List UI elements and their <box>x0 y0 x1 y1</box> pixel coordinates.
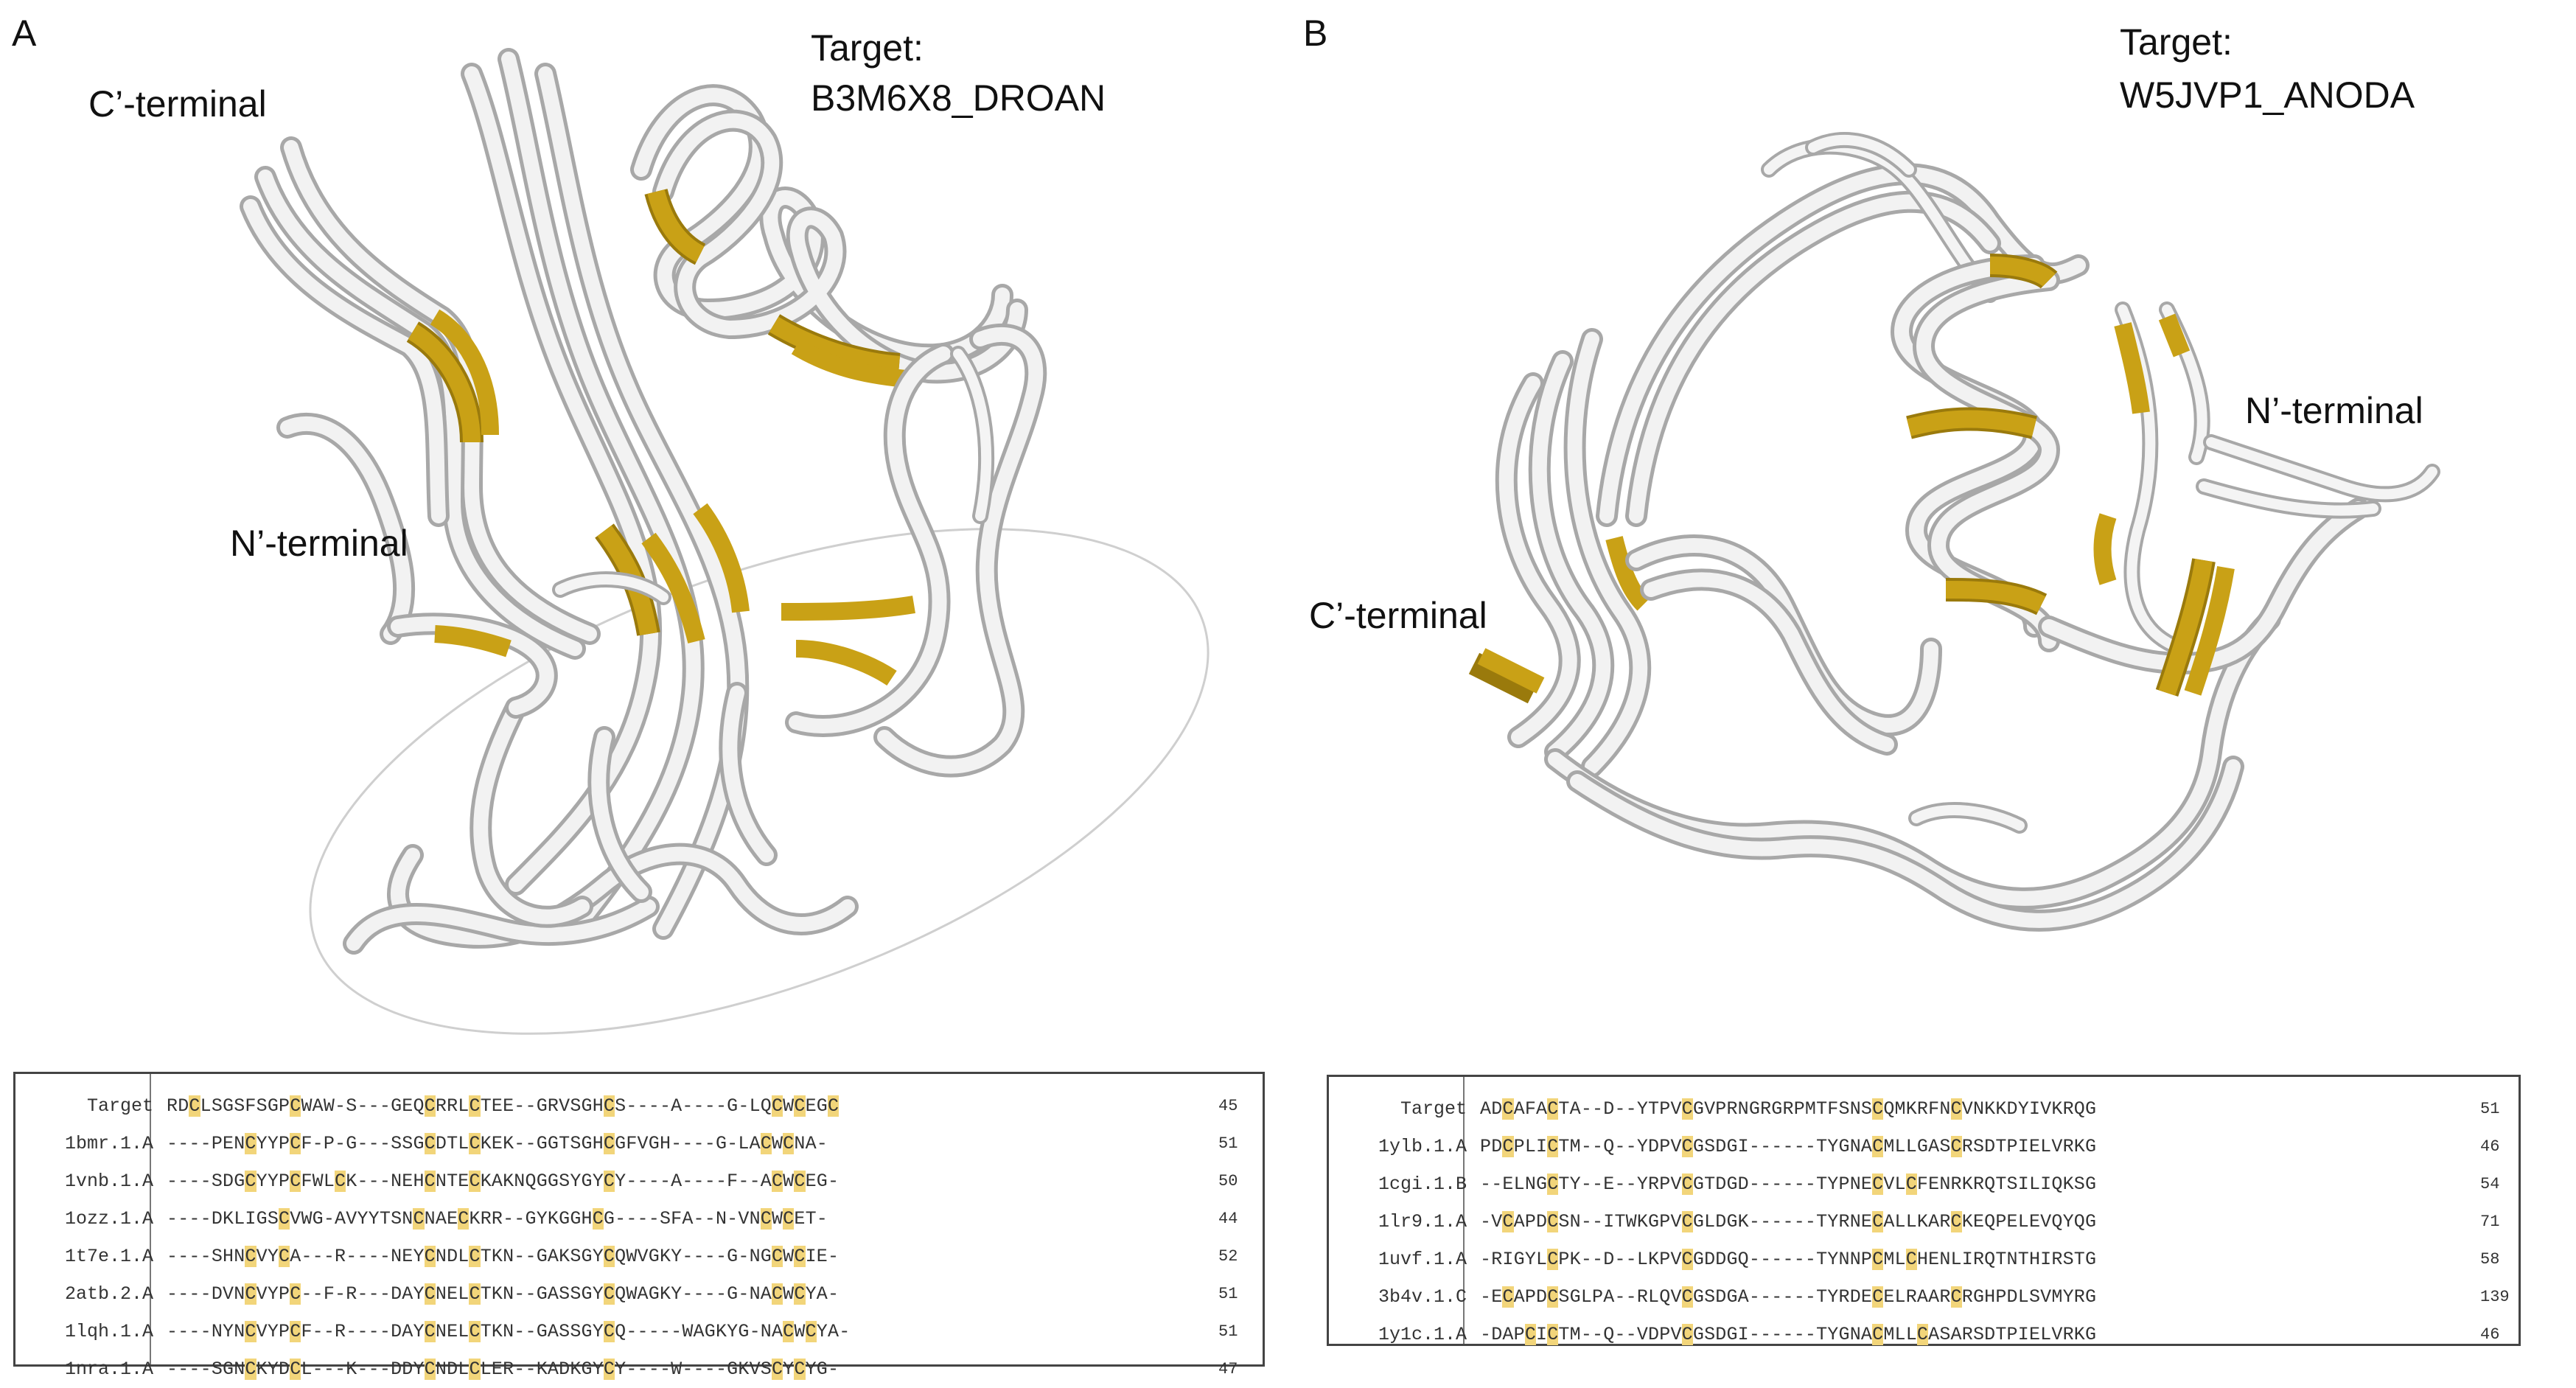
alignment-row-sequence: ----SHNCVYCA---R----NEYCNDLCTKN--GAKSGYC… <box>167 1246 840 1267</box>
alignment-row-name: 1bmr.1.A <box>64 1133 153 1154</box>
alignment-row-sequence: ADCAFACTA--D--YTPVCGVPRNGRGRPMTFSNSCQMKR… <box>1480 1098 2097 1120</box>
alignment-row-length: 139 <box>2480 1288 2510 1306</box>
alignment-row-length: 54 <box>2480 1175 2500 1193</box>
alignment-row-sequence: --ELNGCTY--E--YRPVCGTDGD------TYPNECVLCF… <box>1480 1173 2097 1195</box>
alignment-row-sequence: -RIGYLCPK--D--LKPVCGDDGQ------TYNNPCMLCH… <box>1480 1249 2097 1270</box>
alignment-row-name: 1vnb.1.A <box>64 1171 153 1192</box>
alignment-row-sequence: -DAPCICTM--Q--VDPVCGSDGI------TYGNACMLLC… <box>1480 1324 2097 1345</box>
strand-n-terminal-a <box>276 413 671 719</box>
panel-a-target-id: B3M6X8_DROAN <box>811 77 1106 119</box>
alignment-row-length: 51 <box>1218 1322 1238 1341</box>
alignment-a-divider <box>150 1074 151 1364</box>
alignment-row-length: 47 <box>1218 1360 1238 1378</box>
alignment-row-length: 51 <box>1218 1134 1238 1153</box>
alignment-row-name: 1lr9.1.A <box>1378 1211 1467 1232</box>
alignment-a-box: Target RDCLSGSFSGPCWAW-S---GEQCRRLCTEE--G… <box>13 1072 1265 1380</box>
alignment-row-name: 1lqh.1.A <box>64 1321 153 1342</box>
alignment-row-name: 1uvf.1.A <box>1378 1249 1467 1270</box>
strand-right-b <box>2038 301 2440 697</box>
loop-bottom-b <box>1544 608 2281 932</box>
structure-a <box>240 48 1210 1035</box>
alignment-row-sequence: -ECAPDCSGLPA--RLQVCGSDGA------TYRDECELRA… <box>1480 1286 2097 1308</box>
alignment-row-name: 1nra.1.A <box>64 1359 153 1380</box>
alignment-row-name: 1y1c.1.A <box>1378 1324 1467 1345</box>
panel-b-c-terminal-label: C’-terminal <box>1309 595 1487 636</box>
strand-left-b <box>1468 328 1652 778</box>
alignment-row-sequence: PDCPLICTM--Q--YDPVCGSDGI------TYGNACMLLG… <box>1480 1136 2097 1157</box>
alignment-row-length: 44 <box>1218 1210 1238 1228</box>
alignment-row-sequence: ----NYNCVYPCF--R----DAYCNELCTKN--GASSGYC… <box>167 1321 851 1342</box>
alignment-row-sequence: ----DKLIGSCVWG-AVYYTSNCNAECKRR--GYKGGHCG… <box>167 1208 828 1230</box>
alignment-row-length: 50 <box>1218 1172 1238 1190</box>
alignment-row-sequence: ----SDGCYYPCFWLCK---NEHCNTECKAKNQGGSYGYC… <box>167 1171 840 1192</box>
alignment-row-length: 51 <box>2480 1100 2500 1118</box>
loops-bottom-a <box>343 682 859 955</box>
alignment-row-length: 58 <box>2480 1250 2500 1269</box>
alignment-row-length: 52 <box>1218 1247 1238 1266</box>
loops-middle-b <box>1625 534 1942 756</box>
alignment-b-box: Target ADCAFACTA--D--YTPVCGVPRNGRGRPMTFSN… <box>1327 1075 2521 1346</box>
alignment-row-length: 51 <box>1218 1285 1238 1303</box>
alignment-row-sequence: RDCLSGSFSGPCWAW-S---GEQCRRLCTEE--GRVSGHC… <box>167 1095 840 1117</box>
alignment-row-name: 1ylb.1.A <box>1378 1136 1467 1157</box>
panel-b-letter: B <box>1303 13 1328 54</box>
alignment-row-length: 46 <box>2480 1325 2500 1344</box>
alignment-row-name: 1t7e.1.A <box>64 1246 153 1267</box>
panel-b-target-id: W5JVP1_ANODA <box>2120 74 2415 116</box>
panel-a-n-terminal-label: N’-terminal <box>230 523 408 564</box>
panel-a-target-label: Target: <box>811 27 924 69</box>
alignment-row-length: 45 <box>1218 1097 1238 1115</box>
panel-b-target-label: Target: <box>2120 21 2233 63</box>
helix-b <box>1891 254 2060 652</box>
alignment-row-name: 2atb.2.A <box>64 1283 153 1305</box>
alignment-row-name: 1cgi.1.B <box>1378 1173 1467 1195</box>
structure-b <box>1468 132 2440 932</box>
panel-b-n-terminal-label: N’-terminal <box>2245 390 2423 431</box>
alignment-row-length: 71 <box>2480 1213 2500 1231</box>
alignment-row-name: 1ozz.1.A <box>64 1208 153 1230</box>
loops-right-a <box>781 323 1047 778</box>
alignment-row-name: 3b4v.1.C <box>1378 1286 1467 1308</box>
panel-a-c-terminal-label: C’-terminal <box>88 83 267 125</box>
alignment-row-sequence: ----SGNCKYDCL---K---DDYCNDLCLER--KADKGYC… <box>167 1359 840 1380</box>
alignment-row-sequence: ----PENCYYPCF-P-G---SSGCDTLCKEK--GGTSGHC… <box>167 1133 828 1154</box>
alignment-row-name: Target <box>86 1095 153 1117</box>
alignment-row-sequence: ----DVNCVYPC--F-R---DAYCNELCTKN--GASSGYC… <box>167 1283 840 1305</box>
alignment-row-name: Target <box>1400 1098 1467 1120</box>
alignment-row-sequence: -VCAPDCSN--ITWKGPVCGLDGK------TYRNECALLK… <box>1480 1211 2097 1232</box>
strand-c-terminal-a <box>240 136 601 660</box>
panel-a-letter: A <box>12 13 37 54</box>
helix-a <box>630 84 1028 388</box>
alignment-row-length: 46 <box>2480 1137 2500 1156</box>
alignment-b-divider <box>1463 1077 1465 1344</box>
